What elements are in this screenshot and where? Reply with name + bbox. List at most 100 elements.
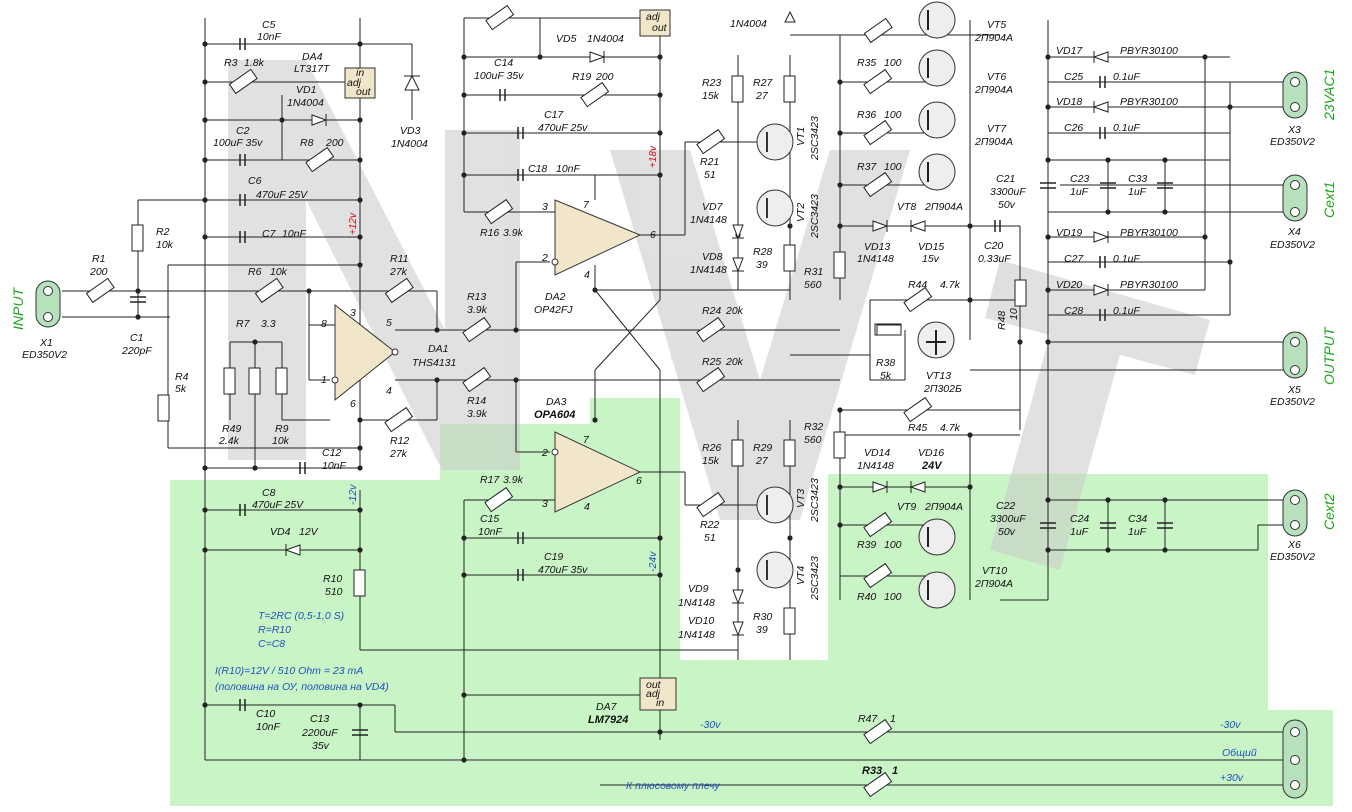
c6-val: 470uF 25V [256,189,308,201]
vt9-val: 2П904А [924,501,963,513]
connector-x3[interactable] [1282,71,1308,119]
vt10-ref: VT10 [982,565,1007,577]
x1-part: ED350V2 [22,349,67,361]
c14-val: 100uF 35v [474,70,524,82]
c27-ref: C27 [1064,253,1084,265]
vd19-val: PBYR30100 [1120,227,1178,239]
r36-val: 100 [884,109,902,121]
vd5-val: 1N4004 [587,33,624,45]
da7-pin-adj: adj [646,688,661,700]
da3-pin-7: 7 [583,434,590,446]
r19-val: 200 [595,71,614,83]
da4-pin-out: out [356,86,372,98]
c20-ref: C20 [984,240,1003,252]
c34-ref: C34 [1128,513,1147,525]
c1-val: 220pF [121,345,152,357]
vt5-val: 2П904А [974,32,1013,44]
r16-ref: R16 [480,227,499,239]
mosfet-symbols [917,1,956,609]
c21-val: 3300uF [990,186,1026,198]
output-title: OUTPUT [1321,326,1337,385]
c25-val: 0.1uF [1113,71,1140,83]
top-reg-pin-out: out [652,22,668,34]
c15-ref: C15 [480,513,499,525]
c28-val: 0.1uF [1113,305,1140,317]
r26-ref: R26 [702,442,721,454]
r32-val: 560 [804,434,822,446]
vd4-val: 12V [299,526,319,538]
connector-x5[interactable] [1282,331,1308,379]
junctions [135,41,1233,763]
r29-val: 27 [755,455,769,467]
da4-pin-adj: adj [347,77,362,89]
r38-trimmer [876,324,902,336]
vd17-val: PBYR30100 [1120,45,1178,57]
r39-val: 100 [884,539,902,551]
da1-pin-4: 4 [386,385,392,397]
c25-ref: C25 [1064,71,1083,83]
r33-val: 1 [892,765,898,777]
c1-ref: C1 [130,332,143,344]
r1-ref: R1 [92,253,105,265]
da3-pin-4: 4 [584,501,590,513]
c5-val: 10nF [257,31,282,43]
bus-m30-left: -30v [700,719,721,731]
connector-x1[interactable] [35,280,61,328]
r28-ref: R28 [753,246,772,258]
c22-volt: 50v [998,526,1016,538]
rail-m12: -12v [347,484,359,505]
c12-val: 10nF [322,460,347,472]
r22-val: 51 [704,532,716,544]
top-reg-pin-adj: adj [646,11,661,23]
r13-val: 3.9k [467,304,488,316]
vt5-ref: VT5 [987,19,1006,31]
cext1-title: Cext1 [1321,181,1337,218]
vd1-ref: VD1 [296,84,316,96]
r17-ref: R17 [480,474,500,486]
vd15-val: 15v [922,253,940,265]
da1-pin-5: 5 [386,317,392,329]
da2-pin-6: 6 [650,229,656,241]
connector-power[interactable] [1282,719,1308,799]
r35-val: 100 [884,57,902,69]
top-diode-val: 1N4004 [730,18,767,30]
vd16-ref: VD16 [918,447,944,459]
top-regulator [639,9,671,37]
bjt-symbols [756,123,794,589]
diode-symbols [284,10,1110,637]
vt7-ref: VT7 [987,123,1007,135]
vt10-val: 2П904А [974,578,1013,590]
vt1-ref: VT1 [795,127,807,146]
r37-ref: R37 [857,161,877,173]
r9-val: 10k [272,435,290,447]
connector-x6[interactable] [1282,489,1308,537]
da7-pin-in: in [656,697,664,709]
c2-ref: C2 [236,125,250,137]
da2-pin-7: 7 [583,199,590,211]
connector-x4[interactable] [1282,174,1308,222]
vt13-ref: VT13 [926,370,951,382]
c14-ref: C14 [494,57,513,69]
r30-val: 39 [756,624,768,636]
vt3-ref: VT3 [795,489,807,508]
rail-m24: -24v [647,551,659,572]
r8-ref: R8 [300,137,314,149]
vt4-ref: VT4 [795,566,807,585]
c23-val: 1uF [1070,186,1089,198]
x6-part: ED350V2 [1270,551,1315,563]
da4-ref: DA4 [302,51,323,63]
da1-pin-1: 1 [321,374,327,386]
vd14-val: 1N4148 [857,460,894,472]
wires [62,17,1295,786]
r49-val: 2.4k [218,435,240,447]
r14-ref: R14 [467,395,486,407]
r35-ref: R35 [857,57,876,69]
c28-ref: C28 [1064,305,1083,317]
vd18-ref: VD18 [1056,96,1082,108]
da3-pin-2: 2 [541,447,548,459]
da2-pin-2: 2 [541,252,548,264]
r12-ref: R12 [390,435,409,447]
da7-ref: DA7 [596,701,618,713]
r12-val: 27k [389,448,408,460]
